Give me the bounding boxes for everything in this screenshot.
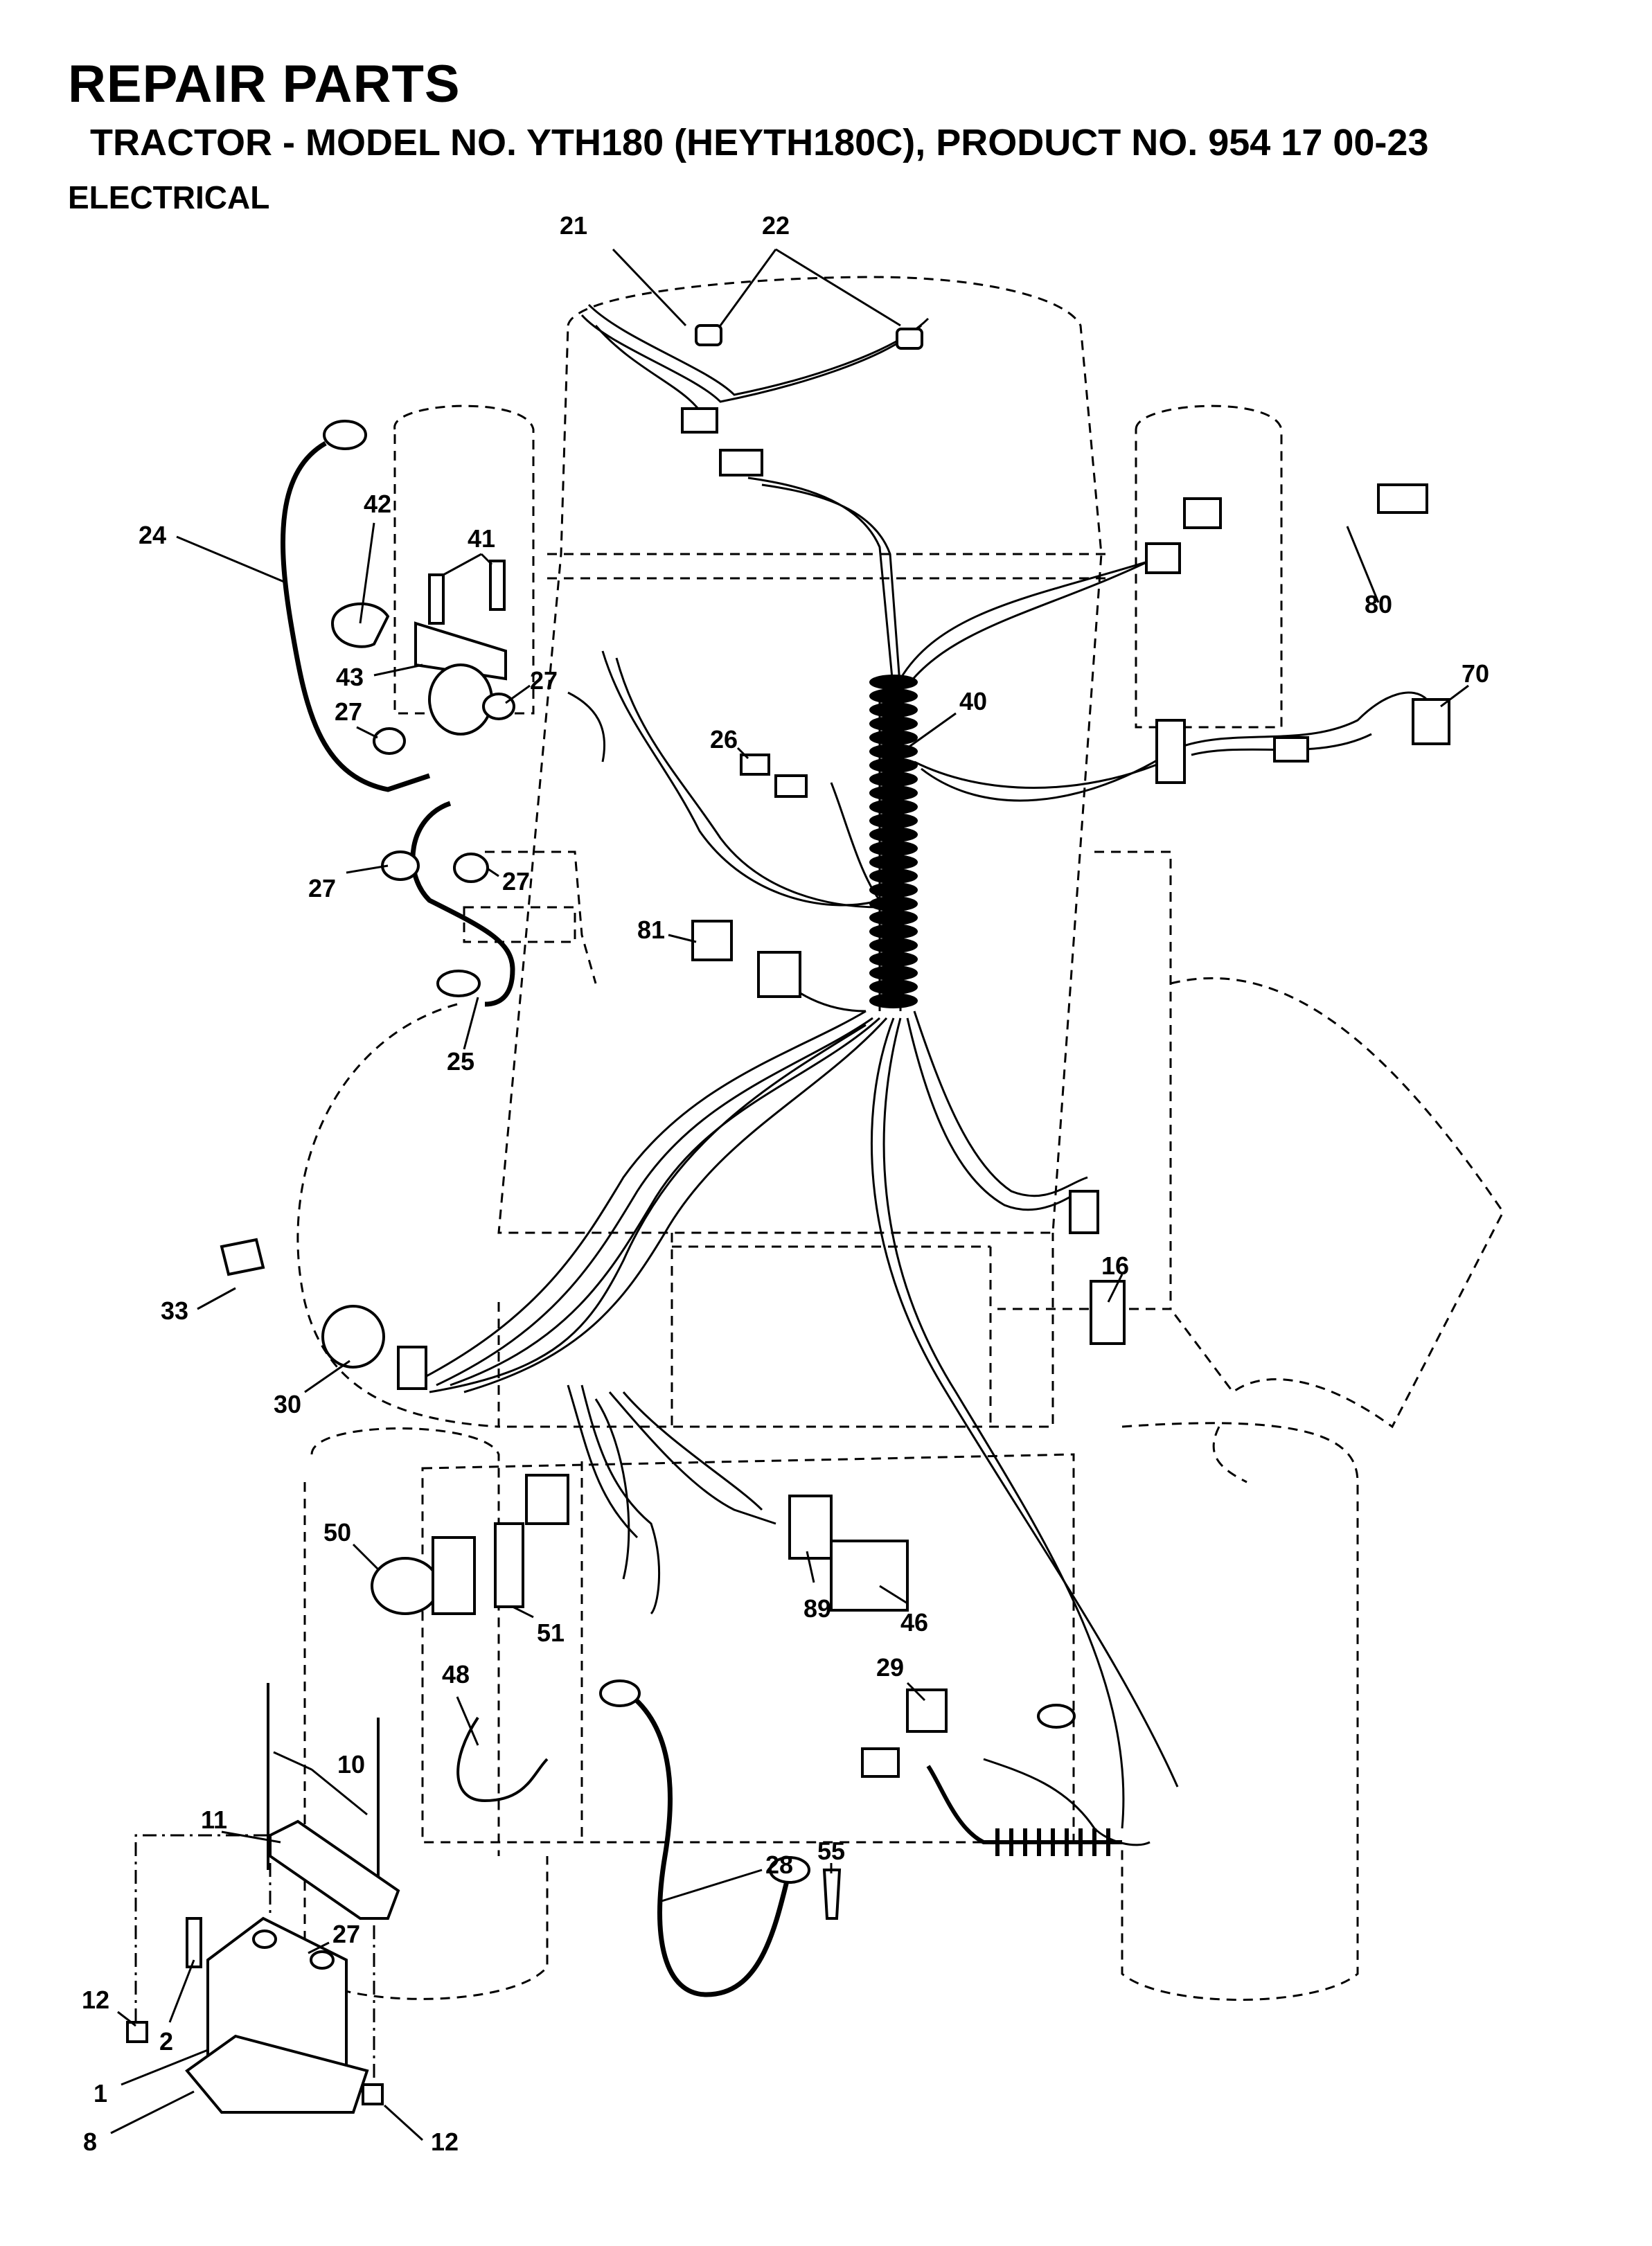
hour-meter-46 <box>830 1540 909 1612</box>
callout-27-d: 27 <box>502 867 530 895</box>
switch-knob-50 <box>371 1557 440 1615</box>
connector-70-mate <box>1273 736 1309 763</box>
callout-8: 8 <box>83 2128 97 2156</box>
callout-29: 29 <box>876 1653 904 1682</box>
callout-2: 2 <box>159 2027 173 2056</box>
nut-12-right <box>362 2083 384 2105</box>
switch-plate-51 <box>494 1522 524 1608</box>
headlight-socket-right <box>896 328 923 350</box>
coil-cord <box>926 1765 1122 1856</box>
callout-70: 70 <box>1462 659 1489 688</box>
connector-26-b <box>774 774 808 798</box>
battery-terminal-negative <box>310 1950 335 1970</box>
harness-socket-top <box>719 449 763 476</box>
callout-12-left: 12 <box>82 1986 109 2014</box>
switch-16 <box>1090 1280 1126 1345</box>
nut-27-a <box>373 727 406 755</box>
callout-16: 16 <box>1101 1251 1129 1280</box>
ignition-switch-30 <box>321 1305 385 1369</box>
page-subtitle: TRACTOR - MODEL NO. YTH180 (HEYTH180C), … <box>90 122 1429 163</box>
callout-80: 80 <box>1365 590 1392 618</box>
callout-12-right: 12 <box>431 2128 459 2156</box>
callout-27-b: 27 <box>530 666 558 695</box>
callout-25: 25 <box>447 1047 474 1076</box>
harness-wrap-40 <box>869 675 918 1008</box>
leader-lines <box>110 248 1469 2141</box>
callout-27-e: 27 <box>332 1920 360 1948</box>
callout-26: 26 <box>710 725 738 754</box>
solenoid-43-body <box>428 663 493 736</box>
callout-43: 43 <box>336 663 364 691</box>
callout-89: 89 <box>803 1594 831 1623</box>
callout-81: 81 <box>637 916 665 944</box>
hold-down-bracket-11 <box>269 1819 400 1920</box>
harness-80-plug <box>1183 497 1222 529</box>
callout-40: 40 <box>959 687 987 715</box>
headlight-socket-left <box>695 324 722 346</box>
callout-27-c: 27 <box>308 874 336 902</box>
connector-70-clip <box>1155 719 1186 784</box>
callout-55: 55 <box>817 1837 845 1865</box>
connector-70 <box>1412 698 1450 745</box>
callout-28: 28 <box>765 1851 793 1879</box>
callout-labels: 21 22 24 42 41 43 27 27 27 27 40 26 80 7… <box>82 211 1489 2156</box>
switch-50-body <box>432 1536 476 1615</box>
callout-41: 41 <box>468 524 495 553</box>
heavy-cables <box>281 440 792 1997</box>
page-title: REPAIR PARTS <box>68 55 461 114</box>
callout-33: 33 <box>161 1296 188 1325</box>
seat-switch-29 <box>906 1688 948 1733</box>
battery-reference-lines <box>134 1834 375 2085</box>
connector-26-a <box>740 754 770 776</box>
ring-terminal-28-top <box>599 1679 641 1707</box>
ring-terminal-29 <box>1037 1704 1076 1729</box>
ignition-key-33 <box>220 1238 265 1276</box>
callout-42: 42 <box>364 490 391 518</box>
fuse-loop-48 <box>456 1716 549 1803</box>
tractor-outline <box>296 276 1504 2001</box>
connector-51-harness <box>525 1474 569 1525</box>
solenoid-bolt-right <box>489 560 506 611</box>
relay-socket-81 <box>757 951 801 998</box>
ring-terminal-25 <box>436 970 481 997</box>
ignition-connector-30 <box>397 1346 427 1390</box>
battery-terminal-positive <box>252 1929 277 1949</box>
bezel-89 <box>788 1495 833 1560</box>
callout-27-a: 27 <box>335 697 362 726</box>
harness-80-clip <box>1145 542 1181 574</box>
nut-27-b <box>482 693 515 720</box>
callout-1: 1 <box>94 2079 107 2107</box>
callout-48: 48 <box>442 1660 470 1688</box>
nut-27-d <box>453 853 489 883</box>
section-label: ELECTRICAL <box>68 179 270 215</box>
nut-12-left <box>126 2021 148 2043</box>
callout-21: 21 <box>560 211 587 240</box>
components <box>126 324 1450 2114</box>
ring-terminal-28-bottom <box>769 1856 810 1884</box>
callout-46: 46 <box>900 1608 928 1637</box>
callout-50: 50 <box>323 1518 351 1547</box>
solenoid-43 <box>414 621 507 681</box>
battery-bolt-2 <box>186 1917 202 1968</box>
callout-10: 10 <box>337 1750 365 1779</box>
ring-terminal-24 <box>323 420 367 450</box>
callout-24: 24 <box>139 521 166 549</box>
callout-30: 30 <box>274 1390 301 1418</box>
callout-22: 22 <box>762 211 790 240</box>
relay-81 <box>691 920 733 961</box>
solenoid-bolt-left <box>428 573 445 625</box>
callout-51: 51 <box>537 1619 565 1647</box>
callout-11: 11 <box>201 1806 227 1834</box>
harness-plug-top <box>681 407 718 434</box>
connector-16-harness <box>1069 1190 1099 1234</box>
seat-switch-plug <box>861 1747 900 1778</box>
screw-55 <box>822 1869 842 1920</box>
battery-tray-8 <box>185 2034 369 2114</box>
harness-80-end <box>1377 483 1428 514</box>
solenoid-boot-42 <box>330 602 390 648</box>
